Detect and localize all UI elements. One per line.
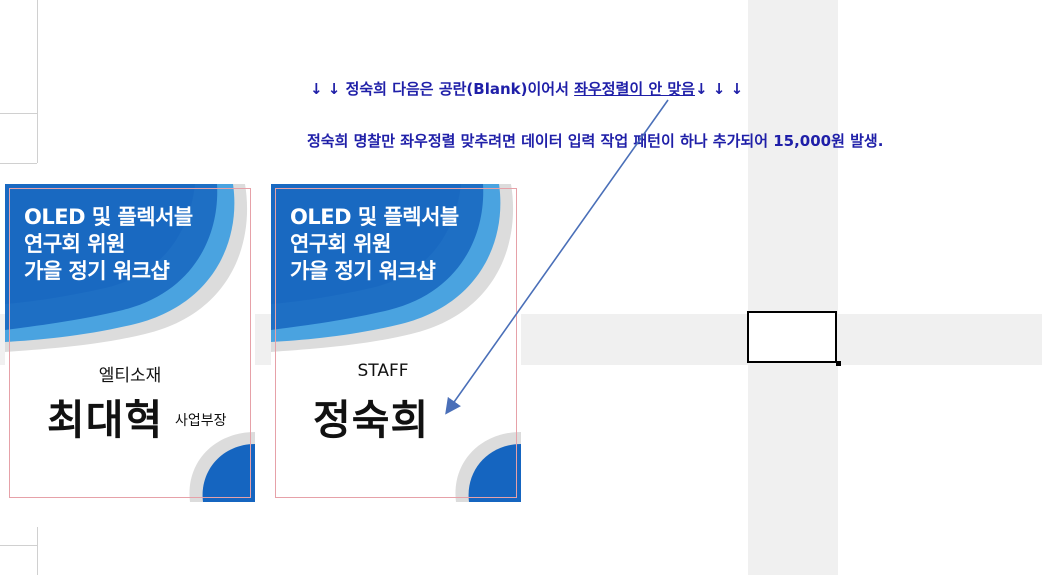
grid-line [37,527,38,575]
badge-event-title: OLED 및 플렉서블 연구회 위원 가을 정기 워크샵 [24,204,193,285]
badge-company: 엘티소재 [98,366,162,386]
badge-job-title: 사업부장 [175,413,227,429]
badge-event-line: OLED 및 플렉서블 [290,205,459,229]
column-highlight [748,0,838,575]
badge-name: 정숙희 [313,396,430,444]
annotation-note-2: 정숙희 명찰만 좌우정렬 맞추려면 데이터 입력 작업 패턴이 하나 추가되어 … [307,132,884,150]
badge-name: 최대혁 [47,396,164,444]
active-cell[interactable] [747,311,837,363]
badge-corner-graphic [189,432,255,502]
badge-banner-graphic [271,184,521,359]
annotation-note-1-prefix: ↓ ↓ 정숙희 다음은 공란(Blank)이어서 [310,80,575,98]
badge-event-line: OLED 및 플렉서블 [24,205,193,229]
annotation-note-1: ↓ ↓ 정숙희 다음은 공란(Blank)이어서 좌우정렬이 안 맞음↓ ↓ ↓ [310,78,743,99]
badge-event-title: OLED 및 플렉서블 연구회 위원 가을 정기 워크샵 [290,204,459,285]
name-badge-2[interactable]: OLED 및 플렉서블 연구회 위원 가을 정기 워크샵 STAFF 정숙희 [271,184,521,502]
name-badge-1[interactable]: OLED 및 플렉서블 연구회 위원 가을 정기 워크샵 엘티소재 최대혁 사업… [5,184,255,502]
fill-handle[interactable] [836,361,841,366]
badge-event-line: 연구회 위원 [290,232,391,256]
badge-banner-graphic [5,184,255,359]
grid-line [0,113,37,114]
annotation-note-1-suffix: ↓ ↓ ↓ [694,80,744,98]
grid-line [0,545,37,546]
grid-line [0,163,37,164]
badge-event-line: 연구회 위원 [24,232,125,256]
badge-company: STAFF [357,361,409,381]
annotation-note-1-underlined: 좌우정렬이 안 맞음 [574,80,695,98]
grid-line [37,0,38,163]
badge-event-line: 가을 정기 워크샵 [24,259,170,283]
badge-event-line: 가을 정기 워크샵 [290,259,436,283]
badge-corner-graphic [455,432,521,502]
